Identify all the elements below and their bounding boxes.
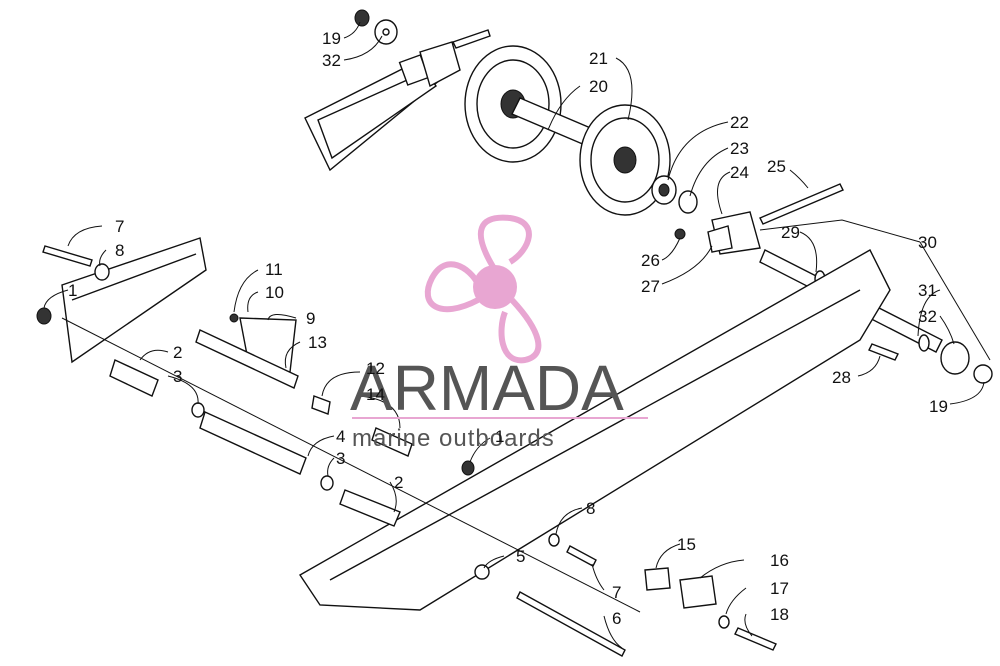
- callout-20: 20: [589, 77, 608, 96]
- callout-2b: 2: [394, 473, 403, 492]
- callout-30: 30: [918, 233, 937, 252]
- callout-7: 7: [115, 217, 124, 236]
- lower-right-hardware: [644, 567, 777, 651]
- center-nut: [461, 460, 475, 476]
- left-hardware: [36, 245, 110, 325]
- callout-28: 28: [832, 368, 851, 387]
- callout-7b: 7: [612, 583, 621, 602]
- callout-15: 15: [677, 535, 696, 554]
- brand-tagline: marine outboards: [352, 425, 555, 452]
- callout-29: 29: [781, 223, 800, 242]
- left-tubes: [109, 359, 401, 527]
- callout-32: 32: [322, 51, 341, 70]
- center-washer: [548, 533, 560, 547]
- callout-23: 23: [730, 139, 749, 158]
- callout-18: 18: [770, 605, 789, 624]
- callout-26: 26: [641, 251, 660, 270]
- callout-5: 5: [516, 547, 525, 566]
- callout-14: 14: [366, 385, 385, 404]
- callout-27: 27: [641, 277, 660, 296]
- top-bolt: [452, 29, 491, 49]
- callout-22: 22: [730, 113, 749, 132]
- callout-8: 8: [115, 241, 124, 260]
- callout-31: 31: [918, 281, 937, 300]
- main-slide-rail: [299, 249, 891, 611]
- bolt-28: [868, 343, 899, 361]
- callout-8b: 8: [586, 499, 595, 518]
- assembly-axis: [61, 317, 641, 613]
- callout-21: 21: [589, 49, 608, 68]
- callout-12: 12: [366, 359, 385, 378]
- callout-4: 4: [336, 427, 345, 446]
- callout-6: 6: [612, 609, 621, 628]
- callout-24: 24: [730, 163, 749, 182]
- armada-watermark: ARMADA marine outboards: [350, 214, 648, 452]
- callout-labels: 19 32 21 20 22 23 24 25 7 8 1 11 10 9 13…: [68, 29, 948, 628]
- center-bracket: [195, 313, 299, 389]
- bearing-and-ring: [651, 175, 698, 214]
- propeller-logo-icon: [424, 214, 542, 364]
- callout-25: 25: [767, 157, 786, 176]
- leader-lines: [43, 21, 991, 649]
- callout-9: 9: [306, 309, 315, 328]
- callout-19: 19: [322, 29, 341, 48]
- long-bolt-6: [516, 591, 626, 657]
- callout-19b: 19: [929, 397, 948, 416]
- upper-rail-section: [304, 41, 461, 172]
- callout-1: 1: [68, 281, 77, 300]
- spacers-12-14: [311, 395, 413, 457]
- callout-32b: 32: [918, 307, 937, 326]
- callout-16: 16: [770, 551, 789, 570]
- callout-1b: 1: [495, 427, 504, 446]
- left-frame-rail: [61, 237, 207, 364]
- axle-block-and-bolt: [707, 183, 844, 255]
- callout-10: 10: [265, 283, 284, 302]
- lower-bolt-7: [566, 545, 597, 567]
- small-nut: [674, 228, 686, 240]
- idler-wheel-assembly: [464, 45, 671, 216]
- callout-17: 17: [770, 579, 789, 598]
- callout-11: 11: [265, 260, 283, 279]
- callout-13: 13: [308, 333, 327, 352]
- top-nut-washer: [354, 9, 398, 45]
- brand-name: ARMADA: [350, 352, 624, 424]
- callout-3: 3: [173, 367, 182, 386]
- callout-3b: 3: [336, 449, 345, 468]
- washer-5: [474, 564, 490, 580]
- right-washer: [940, 341, 970, 375]
- callout-2: 2: [173, 343, 182, 362]
